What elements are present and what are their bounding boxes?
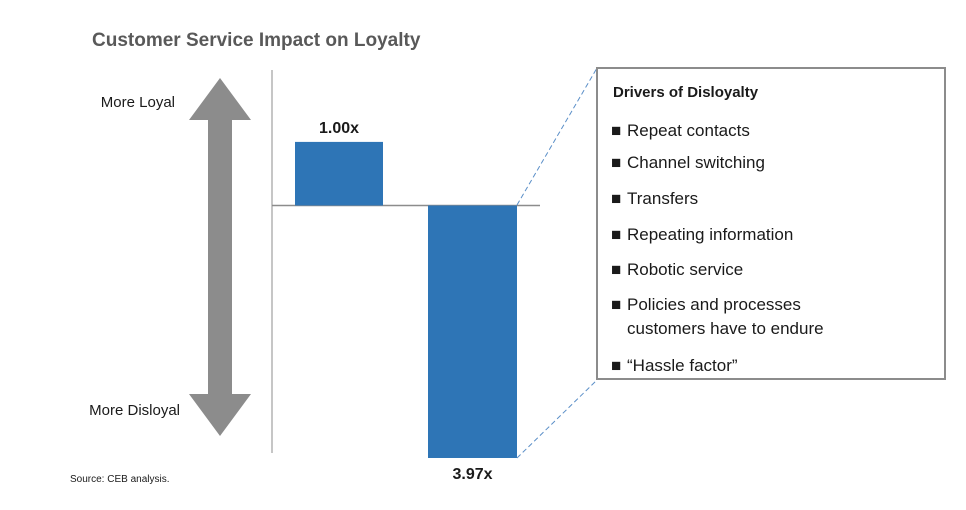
source-note: Source: CEB analysis. xyxy=(70,474,170,485)
callout-item: Repeating information xyxy=(627,225,793,244)
callout-bullet: ■ xyxy=(611,295,621,314)
callout-item: Policies and processes xyxy=(627,295,801,314)
callout-box xyxy=(596,67,946,380)
callout-item: Robotic service xyxy=(627,260,743,279)
callout-list: ■ Repeat contacts ■ Channel switching ■ Trans… xyxy=(611,121,824,375)
callout-item: “Hassle factor” xyxy=(627,356,738,375)
callout-item: customers have to endure xyxy=(627,319,824,338)
bar-loyal xyxy=(295,141,383,206)
more-disloyal-label: More Disloyal xyxy=(89,402,180,419)
callout-bullet: ■ xyxy=(611,189,621,208)
chart-title: Customer Service Impact on Loyalty xyxy=(92,30,421,51)
more-loyal-label: More Loyal xyxy=(101,94,175,111)
callout-leader-top xyxy=(516,67,598,206)
callout-bullet: ■ xyxy=(611,153,621,172)
bar-disloyal xyxy=(428,205,517,458)
callout-item: Repeat contacts xyxy=(627,121,750,140)
callout-bullet: ■ xyxy=(611,260,621,279)
callout-title: Drivers of Disloyalty xyxy=(613,84,759,101)
callout-bullet: ■ xyxy=(611,121,621,140)
callout-item: Transfers xyxy=(627,189,698,208)
callout-leader-bottom xyxy=(516,379,598,459)
loyalty-scale-arrow xyxy=(189,78,251,436)
callout-item: Channel switching xyxy=(627,153,765,172)
callout-bullet: ■ xyxy=(611,356,621,375)
data-label-loyal: 1.00x xyxy=(319,120,359,137)
data-label-disloyal: 3.97x xyxy=(452,466,492,483)
callout-bullet: ■ xyxy=(611,225,621,244)
